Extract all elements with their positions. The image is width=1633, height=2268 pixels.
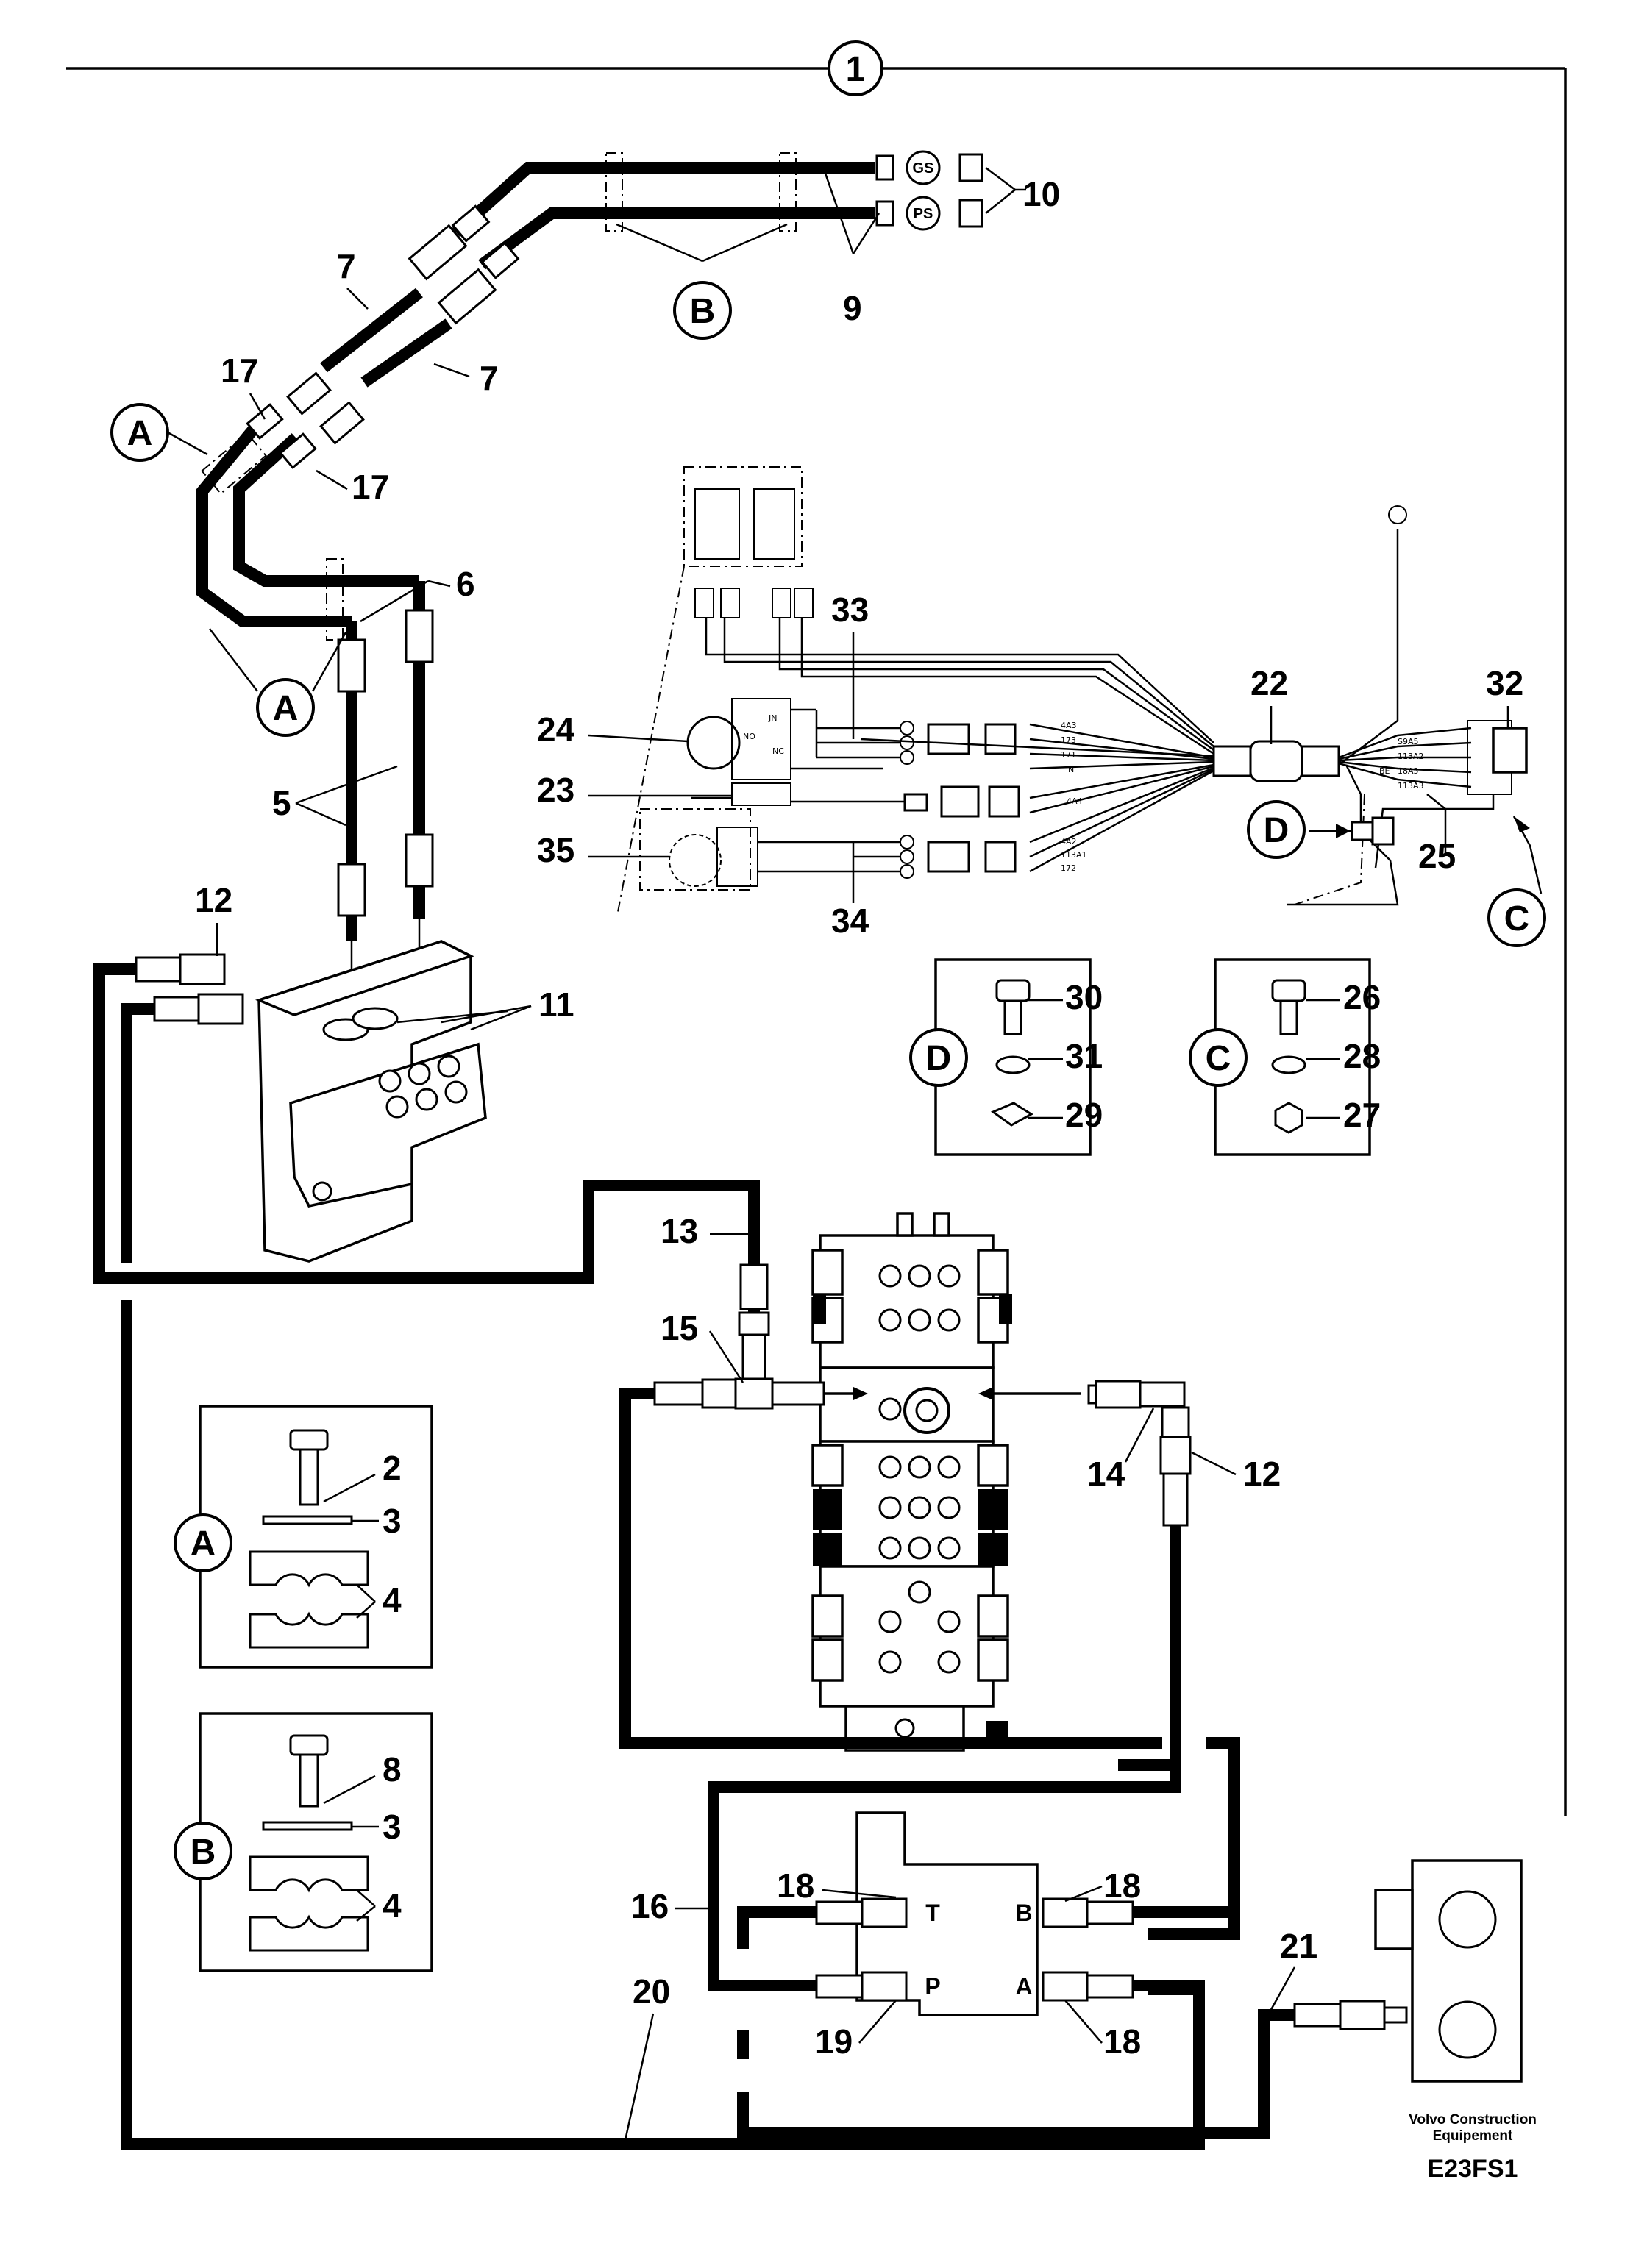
wire-label: 173 xyxy=(1061,735,1076,745)
callout-9: 9 xyxy=(843,289,862,327)
callout-28: 28 xyxy=(1343,1037,1381,1075)
callout-3-a: 3 xyxy=(383,1502,402,1540)
sheet-number: 1 xyxy=(846,50,866,89)
callout-5: 5 xyxy=(272,784,291,822)
wire-label: 4A4 xyxy=(1067,796,1083,806)
control-valve-block xyxy=(811,1212,1012,1752)
callout-13: 13 xyxy=(661,1212,698,1250)
wire-label: 113A1 xyxy=(1061,850,1087,860)
upper-hose-routing: GS PS xyxy=(196,150,1026,641)
wire-label: 113A3 xyxy=(1398,781,1424,791)
brand-name: Volvo Construction xyxy=(1409,2112,1537,2128)
hoses-5-6 xyxy=(337,581,434,1030)
wiring-diagram xyxy=(617,466,1543,913)
callout-26: 26 xyxy=(1343,978,1381,1016)
callout-12-left: 12 xyxy=(195,881,232,919)
marker-b-top: B xyxy=(690,292,716,331)
selector-valve: T P B A xyxy=(737,1811,1295,2139)
callout-11: 11 xyxy=(538,985,574,1024)
callout-4-a: 4 xyxy=(383,1581,402,1619)
callout-23: 23 xyxy=(537,771,574,809)
wire-label: S9A5 xyxy=(1398,737,1419,746)
callout-18-tl: 18 xyxy=(777,1866,814,1905)
callout-17-bottom: 17 xyxy=(352,468,389,506)
callout-29: 29 xyxy=(1065,1096,1103,1134)
callout-2: 2 xyxy=(383,1449,402,1487)
tee-fitting-14 xyxy=(708,1380,1240,1991)
callout-21: 21 xyxy=(1280,1927,1317,1965)
callout-6: 6 xyxy=(456,565,475,603)
wire-label: 4A3 xyxy=(1061,721,1077,730)
callout-4-b: 4 xyxy=(383,1886,402,1925)
brand-subtitle: Equipement xyxy=(1432,2128,1513,2144)
callout-8: 8 xyxy=(383,1750,402,1789)
callout-35: 35 xyxy=(537,831,574,869)
callout-14: 14 xyxy=(1087,1455,1125,1493)
callout-12-right: 12 xyxy=(1243,1455,1281,1493)
callout-25: 25 xyxy=(1418,837,1456,875)
marker-a-mid: A xyxy=(273,689,299,728)
detail-letter-markers: A A B A B D C D C xyxy=(110,281,1546,1880)
pilot-control-unit xyxy=(255,940,508,1263)
callout-24: 24 xyxy=(537,710,575,749)
wire-label: NC xyxy=(772,746,784,756)
callout-7-right: 7 xyxy=(480,359,499,397)
ps-tag: PS xyxy=(914,206,933,222)
wire-label: JN xyxy=(768,713,777,723)
detail-b-clamp xyxy=(199,1712,433,1972)
marker-d-detail: D xyxy=(926,1039,952,1078)
marker-a-top: A xyxy=(127,414,153,453)
wire-label: N xyxy=(1068,765,1074,774)
wire-labels: JN NO NC 4A3 173 171 N 4A4 4A2 113A1 172… xyxy=(743,713,1424,873)
port-a: A xyxy=(1015,1973,1032,2000)
wire-label: 172 xyxy=(1061,863,1076,873)
callout-19: 19 xyxy=(815,2022,853,2061)
callout-3-b: 3 xyxy=(383,1808,402,1846)
detail-a-clamp xyxy=(199,1405,433,1669)
callout-numbers: 10 9 7 7 17 17 6 5 12 11 33 22 32 24 23 … xyxy=(195,175,1523,2141)
callout-15: 15 xyxy=(661,1309,698,1347)
wire-label: BE xyxy=(1379,766,1390,776)
marker-a-detail: A xyxy=(191,1525,216,1563)
callout-20: 20 xyxy=(633,1972,670,2011)
marker-c-detail: C xyxy=(1206,1039,1231,1078)
port-t: T xyxy=(925,1900,940,1926)
callout-10: 10 xyxy=(1022,175,1060,213)
callout-17-top: 17 xyxy=(221,352,258,390)
callout-34: 34 xyxy=(831,902,869,940)
marker-c-wiring: C xyxy=(1504,899,1530,938)
callout-30: 30 xyxy=(1065,978,1103,1016)
wire-label: NO xyxy=(743,732,755,741)
callout-32: 32 xyxy=(1486,664,1523,702)
port-b: B xyxy=(1015,1900,1032,1926)
marker-d-wiring: D xyxy=(1264,811,1289,850)
port-p: P xyxy=(925,1973,940,2000)
drawing-code: E23FS1 xyxy=(1427,2155,1518,2183)
callout-27: 27 xyxy=(1343,1096,1381,1134)
callout-33: 33 xyxy=(831,591,869,629)
wire-label: 171 xyxy=(1061,750,1076,760)
callout-22: 22 xyxy=(1250,664,1288,702)
wire-label: 4A2 xyxy=(1061,837,1077,846)
wire-label: 18A5 xyxy=(1398,766,1419,776)
callout-7-top: 7 xyxy=(337,247,356,285)
callout-31: 31 xyxy=(1065,1037,1103,1075)
tee-fitting-15 xyxy=(619,1263,1162,1749)
sheet-frame: 1 xyxy=(66,40,1567,1816)
hydraulic-component xyxy=(1293,1859,1523,2083)
marker-b-detail: B xyxy=(191,1833,216,1872)
callout-18-br: 18 xyxy=(1103,2022,1141,2061)
gs-tag: GS xyxy=(913,160,934,176)
callout-16: 16 xyxy=(631,1887,669,1925)
wire-label: 113A2 xyxy=(1398,752,1424,761)
callout-18-tr: 18 xyxy=(1103,1866,1141,1905)
